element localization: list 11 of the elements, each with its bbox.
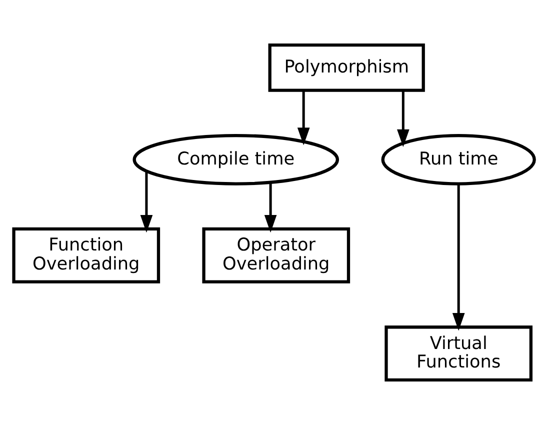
arrow (297, 90, 310, 145)
node-box: Virtual Functions (384, 325, 533, 382)
arrow (452, 183, 465, 330)
node-ellipse: Compile time (132, 133, 340, 185)
node-box: Function Overloading (12, 226, 160, 283)
arrow (264, 182, 277, 232)
node-box: Operator Overloading (202, 226, 350, 283)
arrow (140, 170, 153, 232)
arrow (396, 90, 410, 147)
node-box: Polymorphism (268, 42, 425, 92)
node-ellipse: Run time (381, 133, 536, 185)
